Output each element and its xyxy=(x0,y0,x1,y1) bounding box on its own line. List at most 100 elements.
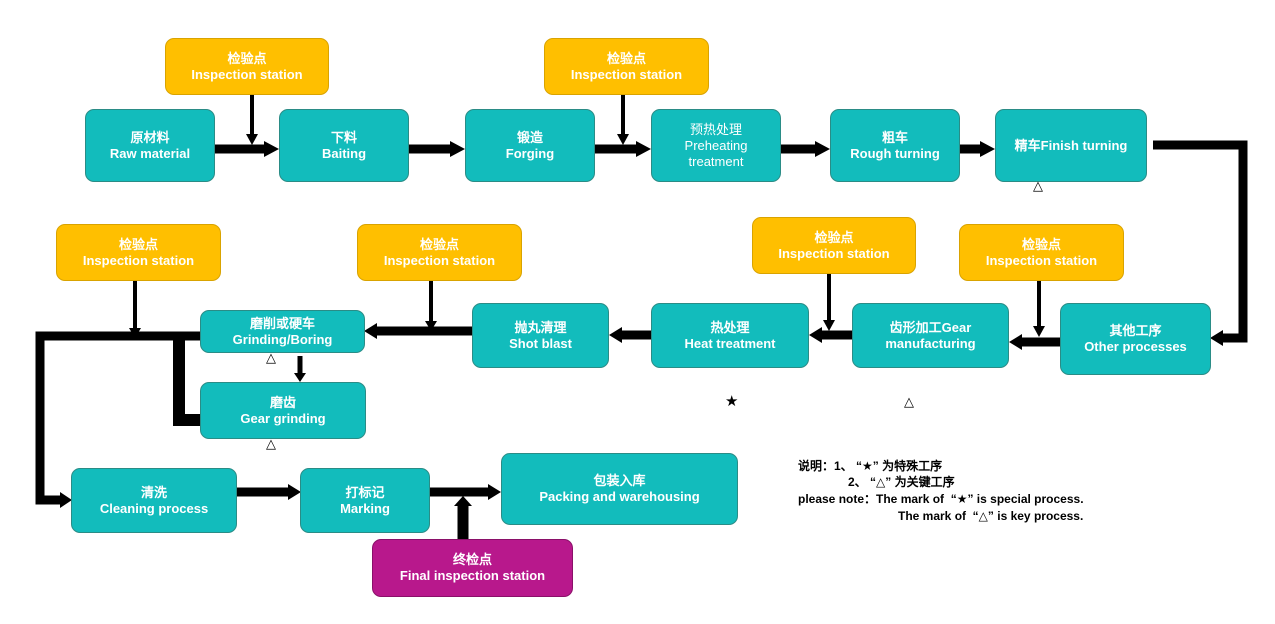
legend-line-1: 说明：1、 “★” 为特殊工序 xyxy=(798,459,943,473)
inspection-station-2: 检验点 Inspection station xyxy=(544,38,709,95)
node-cn: 包装入库 xyxy=(593,473,646,488)
node-cn: 齿形加工Gear xyxy=(889,319,972,335)
node-cn: 抛丸清理 xyxy=(514,319,567,335)
node-cn: 磨齿 xyxy=(269,394,296,410)
node-other-processes: 其他工序 Other processes xyxy=(1060,303,1211,375)
final-inspection-cn: 终检点 xyxy=(452,552,492,567)
node-en: Grinding/Boring xyxy=(232,331,333,347)
node-cn: 打标记 xyxy=(345,484,385,500)
head-forging-to-preheating xyxy=(636,141,651,157)
head-final-to-marking xyxy=(454,496,472,506)
node-grinding-boring: 磨削或硬车 Grinding/Boring xyxy=(200,310,365,353)
node-cn: 原材料 xyxy=(130,129,170,145)
inspection-station-3: 检验点 Inspection station xyxy=(959,224,1124,281)
head-preheating-to-rough xyxy=(815,141,830,157)
head-rough-to-finish xyxy=(980,141,995,157)
node-en: Packing and warehousing xyxy=(539,489,700,504)
node-en: Forging xyxy=(505,145,555,161)
node-raw-material: 原材料 Raw material xyxy=(85,109,215,182)
final-inspection-en: Final inspection station xyxy=(399,568,546,583)
node-cleaning: 清洗 Cleaning process xyxy=(71,468,237,533)
inspection-cn: 检验点 xyxy=(118,236,158,252)
node-en: Heat treatment xyxy=(684,335,776,351)
head-gear-to-heat xyxy=(809,327,822,343)
node-en: Marking xyxy=(340,500,390,516)
node-cn: 锻造 xyxy=(516,129,543,145)
inspection-en: Inspection station xyxy=(191,66,303,82)
key-mark-gear-manufacturing: △ xyxy=(904,394,914,409)
arrow-grinding-to-cleaning xyxy=(35,331,200,505)
arrow-heads xyxy=(60,134,1223,508)
head-grinding-to-cleaning xyxy=(60,492,72,508)
node-forging: 锻造 Forging xyxy=(465,109,595,182)
inspection-station-4: 检验点 Inspection station xyxy=(752,217,916,274)
node-en: Other processes xyxy=(1084,339,1187,354)
inspection-station-1: 检验点 Inspection station xyxy=(165,38,329,95)
inspection-station-5: 检验点 Inspection station xyxy=(357,224,522,281)
node-en: Gear grinding xyxy=(240,410,326,426)
head-insp6 xyxy=(129,328,141,338)
inspection-cn: 检验点 xyxy=(814,229,854,245)
inspection-station-6: 检验点 Inspection station xyxy=(56,224,221,281)
inspection-en: Inspection station xyxy=(82,252,195,268)
node-en: manufacturing xyxy=(885,335,976,351)
head-insp3 xyxy=(1033,326,1045,337)
head-insp2 xyxy=(617,134,629,145)
node-en: Cleaning process xyxy=(99,500,209,516)
node-finish-turning: 精车Finish turning xyxy=(995,109,1147,182)
head-finish-to-other xyxy=(1210,330,1223,346)
inspection-cn: 检验点 xyxy=(1021,236,1061,252)
head-heat-to-shot xyxy=(609,327,622,343)
flow-connectors xyxy=(35,95,1248,539)
head-marking-to-packing xyxy=(488,484,501,500)
legend-line-3: please note：The mark of “★” is special p… xyxy=(798,492,1084,506)
node-cn: 清洗 xyxy=(140,484,167,500)
head-baiting-to-forging xyxy=(450,141,465,157)
node-preheating: 预热处理 Preheating treatment xyxy=(651,109,781,182)
key-mark-grinding-boring: △ xyxy=(266,350,276,365)
node-en: Raw material xyxy=(109,145,191,161)
head-insp5 xyxy=(425,321,437,331)
key-mark-gear-grinding: △ xyxy=(266,436,276,451)
node-cn: 下料 xyxy=(330,129,357,145)
node-cn: 粗车 xyxy=(881,129,908,145)
head-raw-to-baiting xyxy=(264,141,279,157)
node-cn: 磨削或硬车 xyxy=(249,315,315,331)
head-cleaning-to-marking xyxy=(288,484,301,500)
node-shot-blast: 抛丸清理 Shot blast xyxy=(472,303,609,368)
node-cn: 预热处理 xyxy=(689,121,742,137)
inspection-en: Inspection station xyxy=(985,252,1098,268)
node-label: 精车Finish turning xyxy=(1014,137,1128,153)
inspection-cn: 检验点 xyxy=(606,50,646,66)
node-packing: 包装入库 Packing and warehousing xyxy=(501,453,738,525)
node-marking: 打标记 Marking xyxy=(300,468,430,533)
node-en: Shot blast xyxy=(509,335,572,351)
node-gear-manufacturing: 齿形加工Gear manufacturing xyxy=(852,303,1009,368)
node-heat-treatment: 热处理 Heat treatment xyxy=(651,303,809,368)
head-other-to-gear xyxy=(1009,334,1022,350)
node-rough-turning: 粗车 Rough turning xyxy=(830,109,960,182)
node-en: Rough turning xyxy=(850,145,940,161)
node-cn: 其他工序 xyxy=(1109,323,1162,338)
inspection-en: Inspection station xyxy=(383,252,496,268)
node-en-1: Preheating xyxy=(684,137,748,153)
inspection-cn: 检验点 xyxy=(419,236,459,252)
inspection-cn: 检验点 xyxy=(227,50,267,66)
special-mark-heat-treatment: ★ xyxy=(725,393,739,410)
legend-line-2: 2、 “△” 为关键工序 xyxy=(848,475,955,489)
head-insp4 xyxy=(823,320,835,331)
head-grinding-to-gear-grinding xyxy=(294,373,306,382)
inspection-en: Inspection station xyxy=(570,66,683,82)
node-cn: 热处理 xyxy=(710,319,750,335)
node-gear-grinding: 磨齿 Gear grinding xyxy=(200,382,366,439)
head-insp1 xyxy=(246,134,258,145)
final-inspection-station: 终检点 Final inspection station xyxy=(372,539,573,597)
arrow-finish-to-other xyxy=(1153,140,1248,343)
legend-line-4: The mark of “△” is key process. xyxy=(898,509,1084,523)
key-mark-finish-turning: △ xyxy=(1033,178,1043,193)
head-shot-to-grinding xyxy=(364,323,377,339)
inspection-en: Inspection station xyxy=(778,245,890,261)
node-baiting: 下料 Baiting xyxy=(279,109,409,182)
node-en-2: treatment xyxy=(688,153,744,169)
